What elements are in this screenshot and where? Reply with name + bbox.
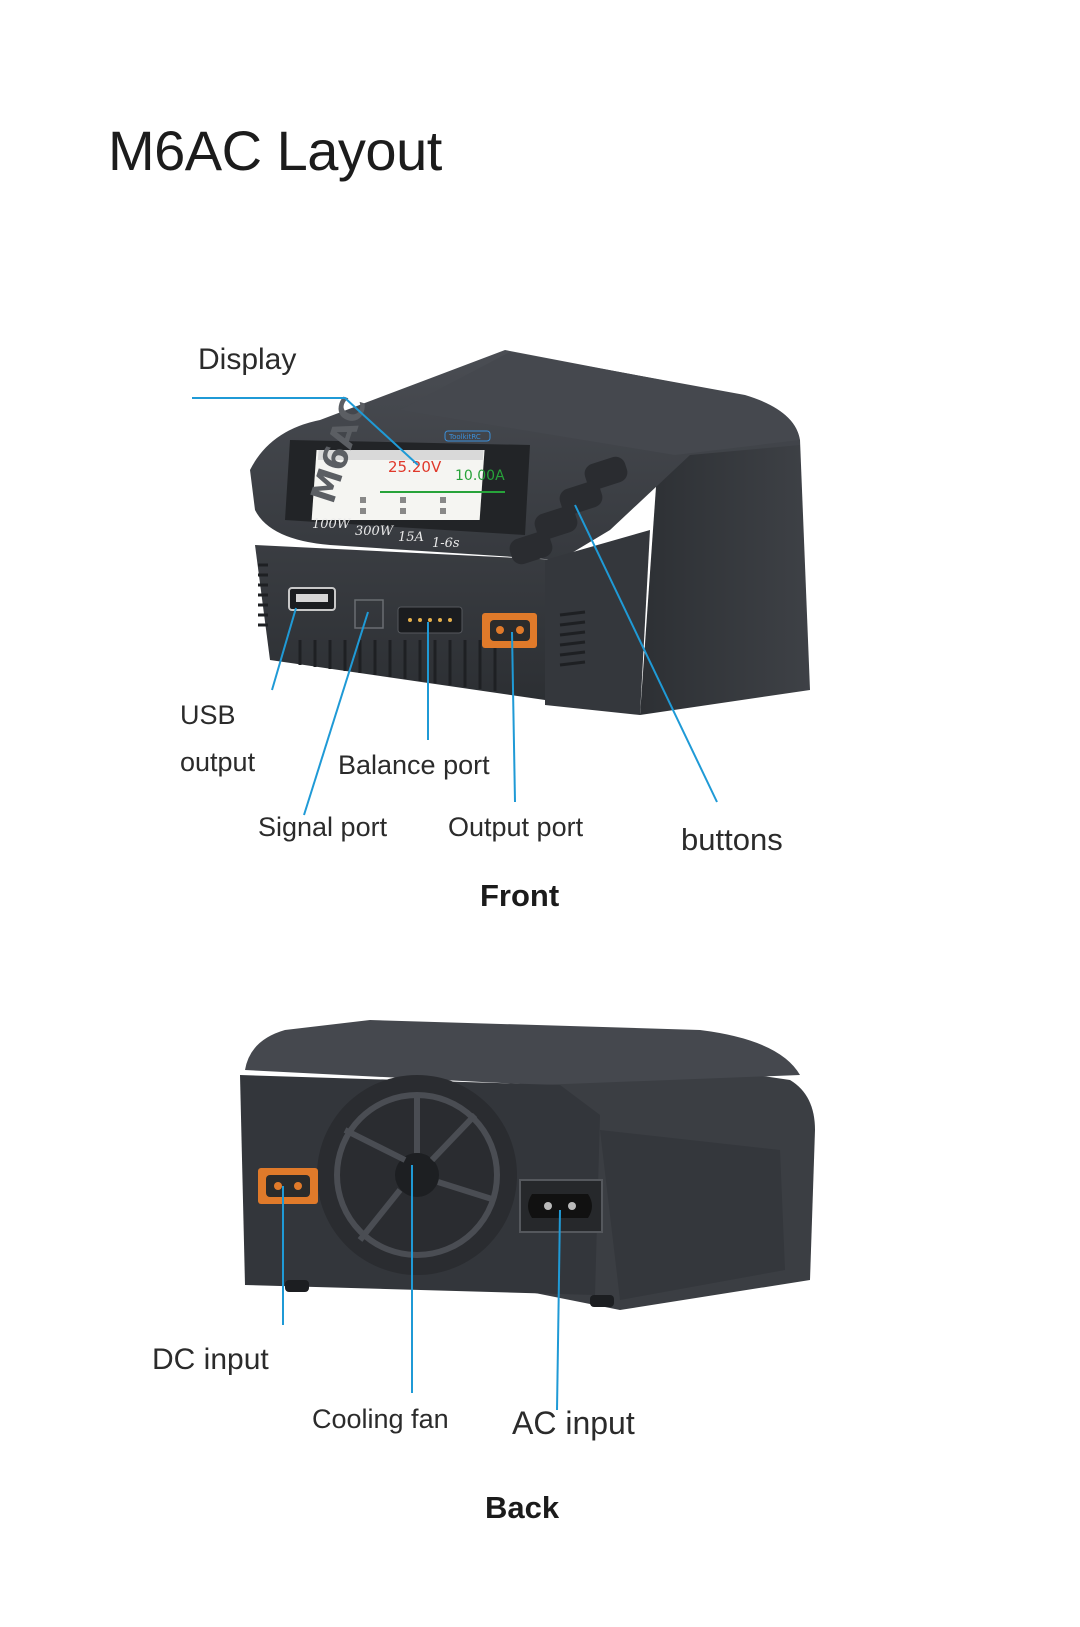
label-buttons: buttons	[681, 822, 783, 857]
label-ac-input: AC input	[512, 1405, 635, 1441]
signal-port	[354, 599, 384, 629]
brand-badge	[444, 430, 491, 442]
label-cooling-fan: Cooling fan	[312, 1404, 449, 1434]
label-balance-port: Balance port	[338, 750, 490, 780]
label-output-port: Output port	[448, 812, 584, 842]
brand-name: ToolkitRC	[448, 433, 481, 441]
label-usb-line2: output	[180, 747, 256, 777]
front-buttons	[509, 456, 628, 565]
back-callouts	[282, 1165, 561, 1411]
front-device: 25.20V 10.00A ToolkitRC M6AC 100W 300W 1…	[250, 350, 810, 715]
front-callouts	[192, 397, 718, 816]
spec-2: 300W	[355, 524, 395, 539]
label-signal-port: Signal port	[258, 812, 388, 842]
screen-voltage: 25.20V	[388, 458, 442, 476]
caption-front: Front	[480, 878, 560, 913]
label-dc-input: DC input	[152, 1343, 269, 1376]
page-title: M6AC Layout	[108, 119, 442, 182]
screen-current: 10.00A	[455, 468, 505, 484]
label-display: Display	[198, 343, 297, 376]
back-device	[240, 1020, 815, 1310]
spec-1: 100W	[312, 517, 352, 532]
spec-4: 1-6s	[432, 536, 460, 551]
label-usb-line1: USB	[180, 700, 236, 730]
spec-3: 15A	[398, 530, 424, 545]
caption-back: Back	[485, 1490, 560, 1525]
